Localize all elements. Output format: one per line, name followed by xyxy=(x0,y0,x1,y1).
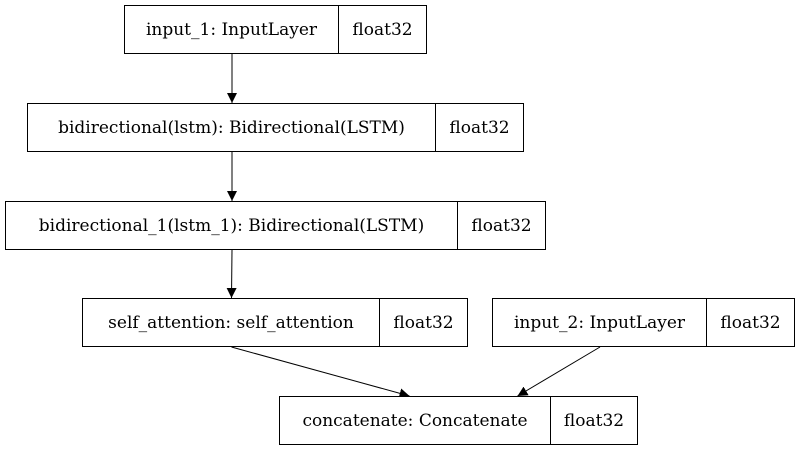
node-label: input_2: InputLayer xyxy=(493,299,707,346)
node-label: input_1: InputLayer xyxy=(125,6,339,53)
node-bidirectional: bidirectional(lstm): Bidirectional(LSTM)… xyxy=(27,103,524,152)
node-label: bidirectional_1(lstm_1): Bidirectional(L… xyxy=(6,202,458,249)
edge-self_attention-to-concatenate xyxy=(231,346,410,399)
node-dtype: float32 xyxy=(720,312,781,333)
node-label: concatenate: Concatenate xyxy=(280,397,551,444)
node-concatenate: concatenate: Concatenate float32 xyxy=(279,396,638,445)
node-dtype: float32 xyxy=(352,19,413,40)
edge-bidirectional_1-to-self_attention xyxy=(226,249,237,299)
node-self-attention: self_attention: self_attention float32 xyxy=(82,298,468,347)
node-input-1: input_1: InputLayer float32 xyxy=(124,5,427,54)
node-label: bidirectional(lstm): Bidirectional(LSTM) xyxy=(28,104,436,151)
node-dtype: float32 xyxy=(393,312,454,333)
node-bidirectional-1: bidirectional_1(lstm_1): Bidirectional(L… xyxy=(5,201,546,250)
node-input-2: input_2: InputLayer float32 xyxy=(492,298,795,347)
node-dtype: float32 xyxy=(471,215,532,236)
edge-input_2-to-concatenate xyxy=(517,346,601,397)
node-label: self_attention: self_attention xyxy=(83,299,380,346)
node-dtype: float32 xyxy=(563,410,625,431)
node-dtype: float32 xyxy=(449,117,510,138)
